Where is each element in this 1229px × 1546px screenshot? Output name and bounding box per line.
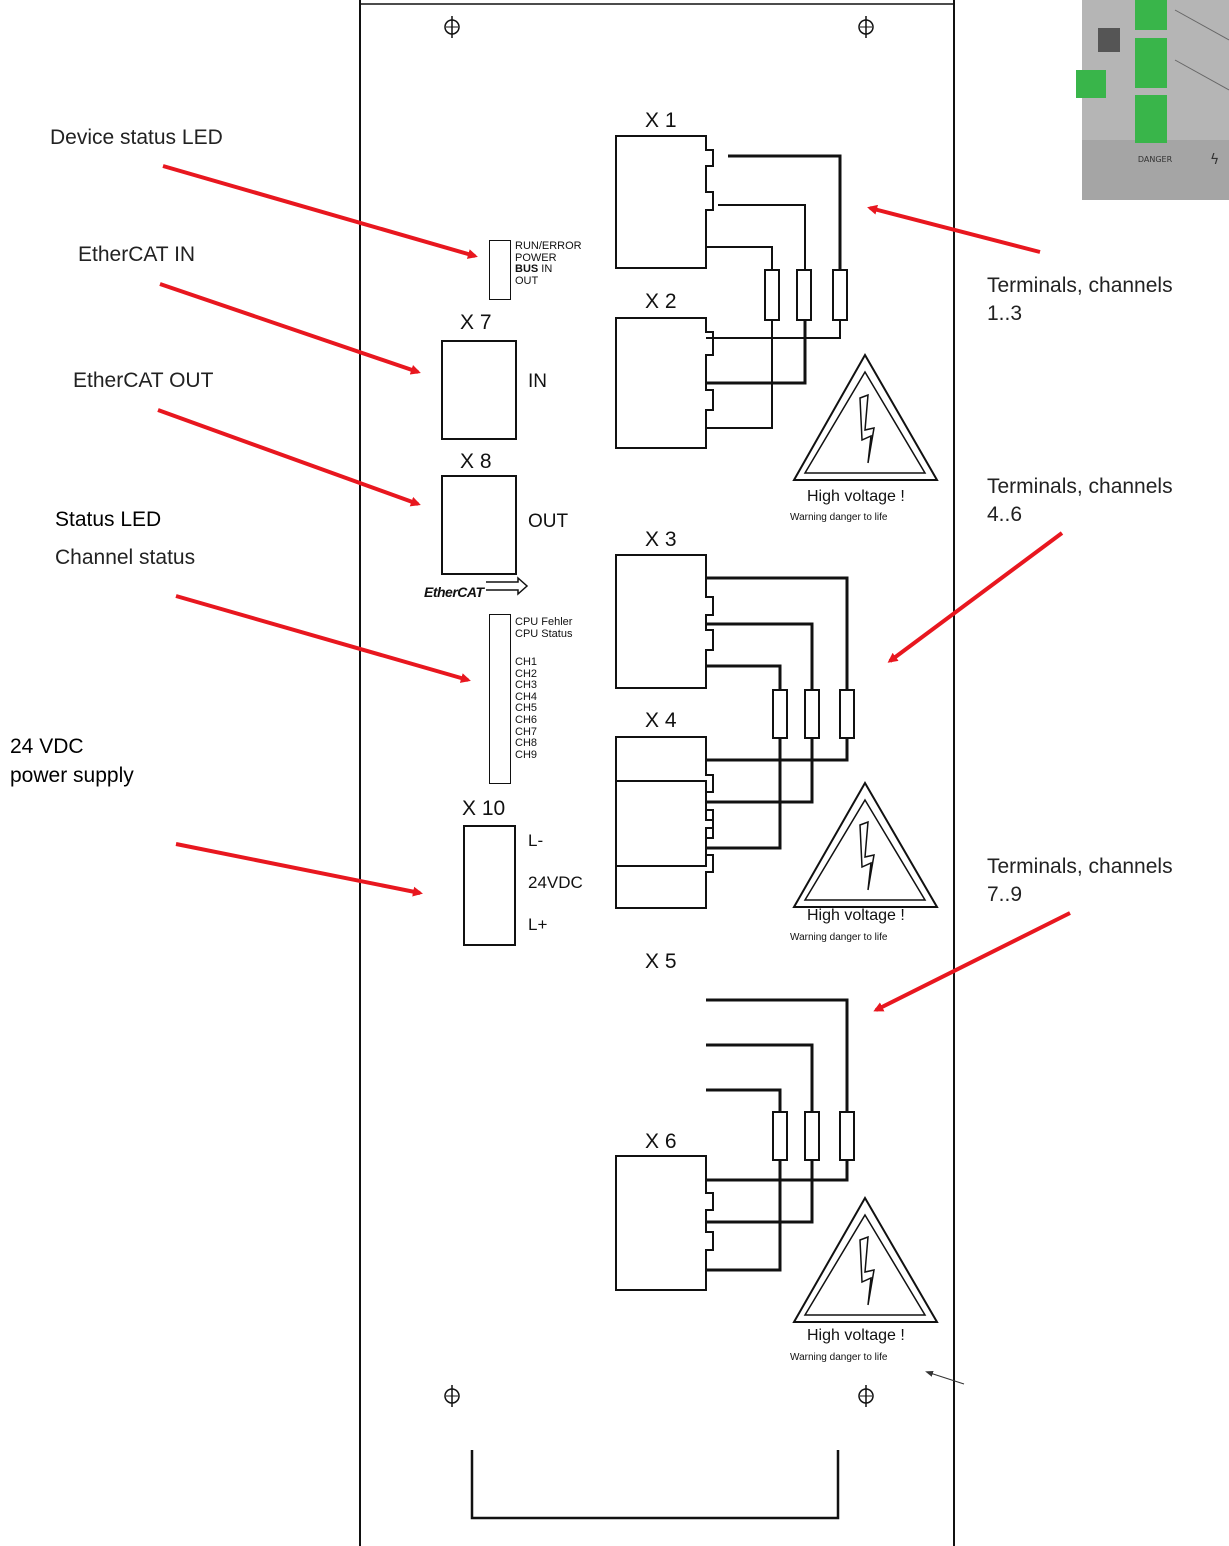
warning-1-subtitle: Warning danger to life	[790, 512, 888, 523]
arrow-channel-status	[175, 594, 471, 683]
port-label-out: OUT	[528, 511, 569, 532]
warning-triangle-2	[792, 780, 939, 908]
warning-triangle-1	[792, 352, 939, 481]
led-ch2: CH2	[515, 667, 538, 680]
port-label-l-plus: L+	[528, 915, 548, 934]
arrow-warning-small	[925, 1370, 965, 1385]
port-x10-power	[463, 825, 516, 946]
led-ch3: CH3	[515, 679, 538, 692]
mounting-hole-top-right	[858, 16, 874, 38]
led-strip-device-status	[489, 240, 511, 300]
warning-3-title: High voltage !	[807, 1327, 905, 1344]
led-run-error: RUN/ERROR	[515, 240, 582, 252]
warning-2-title: High voltage !	[807, 907, 905, 924]
callout-ethercat-in: EtherCAT IN	[78, 243, 196, 266]
port-label-l-minus: L-	[528, 831, 544, 850]
callout-terminals-1-3-line2: 1..3	[987, 302, 1023, 325]
led-ch5: CH5	[515, 702, 538, 715]
warning-1-title: High voltage !	[807, 488, 905, 505]
arrow-terminals-7-9	[873, 911, 1071, 1012]
connector-label-x10: X 10	[462, 797, 506, 820]
callout-status-led: Status LED	[55, 508, 162, 531]
led-out: OUT	[515, 274, 539, 287]
photo-danger-label: DANGER	[1138, 155, 1173, 164]
ethercat-logo: EtherCAT	[424, 584, 484, 600]
mounting-hole-bottom-left	[444, 1385, 460, 1407]
device-photo: DANGER ϟ	[1060, 0, 1229, 200]
led-ch4: CH4	[515, 690, 538, 703]
enclosure-panel	[359, 0, 955, 1546]
connector-label-x4: X 4	[645, 709, 677, 732]
led-bus-in: BUS IN	[515, 263, 553, 276]
led-cpu-labels: CPU Fehler CPU Status	[515, 616, 573, 640]
port-label-in: IN	[528, 371, 547, 392]
callout-terminals-7-9-line1: Terminals, channels	[987, 855, 1173, 878]
port-label-24vdc: 24VDC	[528, 873, 583, 892]
led-ch8: CH8	[515, 737, 538, 750]
led-cpu-fehler: CPU Fehler	[515, 616, 573, 628]
arrow-ethercat-out	[157, 408, 421, 507]
mounting-hole-bottom-right	[858, 1385, 874, 1407]
led-ch9: CH9	[515, 748, 538, 761]
arrow-terminals-1-3	[867, 204, 1041, 254]
connector-label-x1: X 1	[645, 109, 677, 132]
connector-label-x8: X 8	[460, 450, 492, 473]
led-cpu-status: CPU Status	[515, 627, 573, 640]
port-x8-ethercat-out	[441, 475, 517, 575]
warning-triangle-3	[792, 1195, 939, 1323]
warning-3-subtitle: Warning danger to life	[790, 1352, 888, 1363]
arrow-terminals-4-6	[887, 531, 1064, 663]
arrow-device-status-led	[162, 164, 478, 259]
terminal-block-channels-1-3	[615, 135, 848, 449]
ethercat-logo-arrow	[486, 576, 529, 596]
callout-power-supply-line2: power supply	[10, 764, 134, 787]
led-power: POWER	[515, 251, 557, 264]
terminal-block-channels-7-9	[615, 780, 855, 1291]
callout-arrows	[157, 164, 1071, 1012]
connector-label-x6: X 6	[645, 1130, 677, 1153]
callout-terminals-4-6-line1: Terminals, channels	[987, 475, 1173, 498]
connector-label-x3: X 3	[645, 528, 677, 551]
callout-ethercat-out: EtherCAT OUT	[73, 369, 214, 392]
led-ch6: CH6	[515, 713, 538, 726]
led-channel-labels: CH1 CH2 CH3 CH4 CH5 CH6 CH7 CH8 CH9	[515, 656, 538, 761]
terminal-block-channels-4-6	[615, 554, 855, 867]
warning-2-subtitle: Warning danger to life	[790, 932, 888, 943]
mounting-hole-top-left	[444, 16, 460, 38]
connector-label-x7: X 7	[460, 311, 492, 334]
callout-device-status-led: Device status LED	[50, 126, 223, 149]
led-ch1: CH1	[515, 656, 538, 668]
arrow-power-supply	[175, 842, 423, 897]
led-strip-channel-status	[489, 614, 511, 784]
connector-label-x2: X 2	[645, 290, 677, 313]
port-x7-ethercat-in	[441, 340, 517, 440]
led-ch7: CH7	[515, 725, 538, 738]
connector-label-x5: X 5	[645, 950, 677, 973]
callout-terminals-1-3-line1: Terminals, channels	[987, 274, 1173, 297]
svg-text:ϟ: ϟ	[1210, 152, 1219, 168]
callout-terminals-4-6-line2: 4..6	[987, 503, 1023, 526]
led-device-labels: RUN/ERROR POWER BUS IN OUT	[515, 240, 582, 287]
callout-power-supply-line1: 24 VDC	[10, 735, 84, 758]
callout-channel-status: Channel status	[55, 546, 196, 569]
arrow-ethercat-in	[159, 282, 421, 375]
callout-terminals-7-9-line2: 7..9	[987, 883, 1023, 906]
